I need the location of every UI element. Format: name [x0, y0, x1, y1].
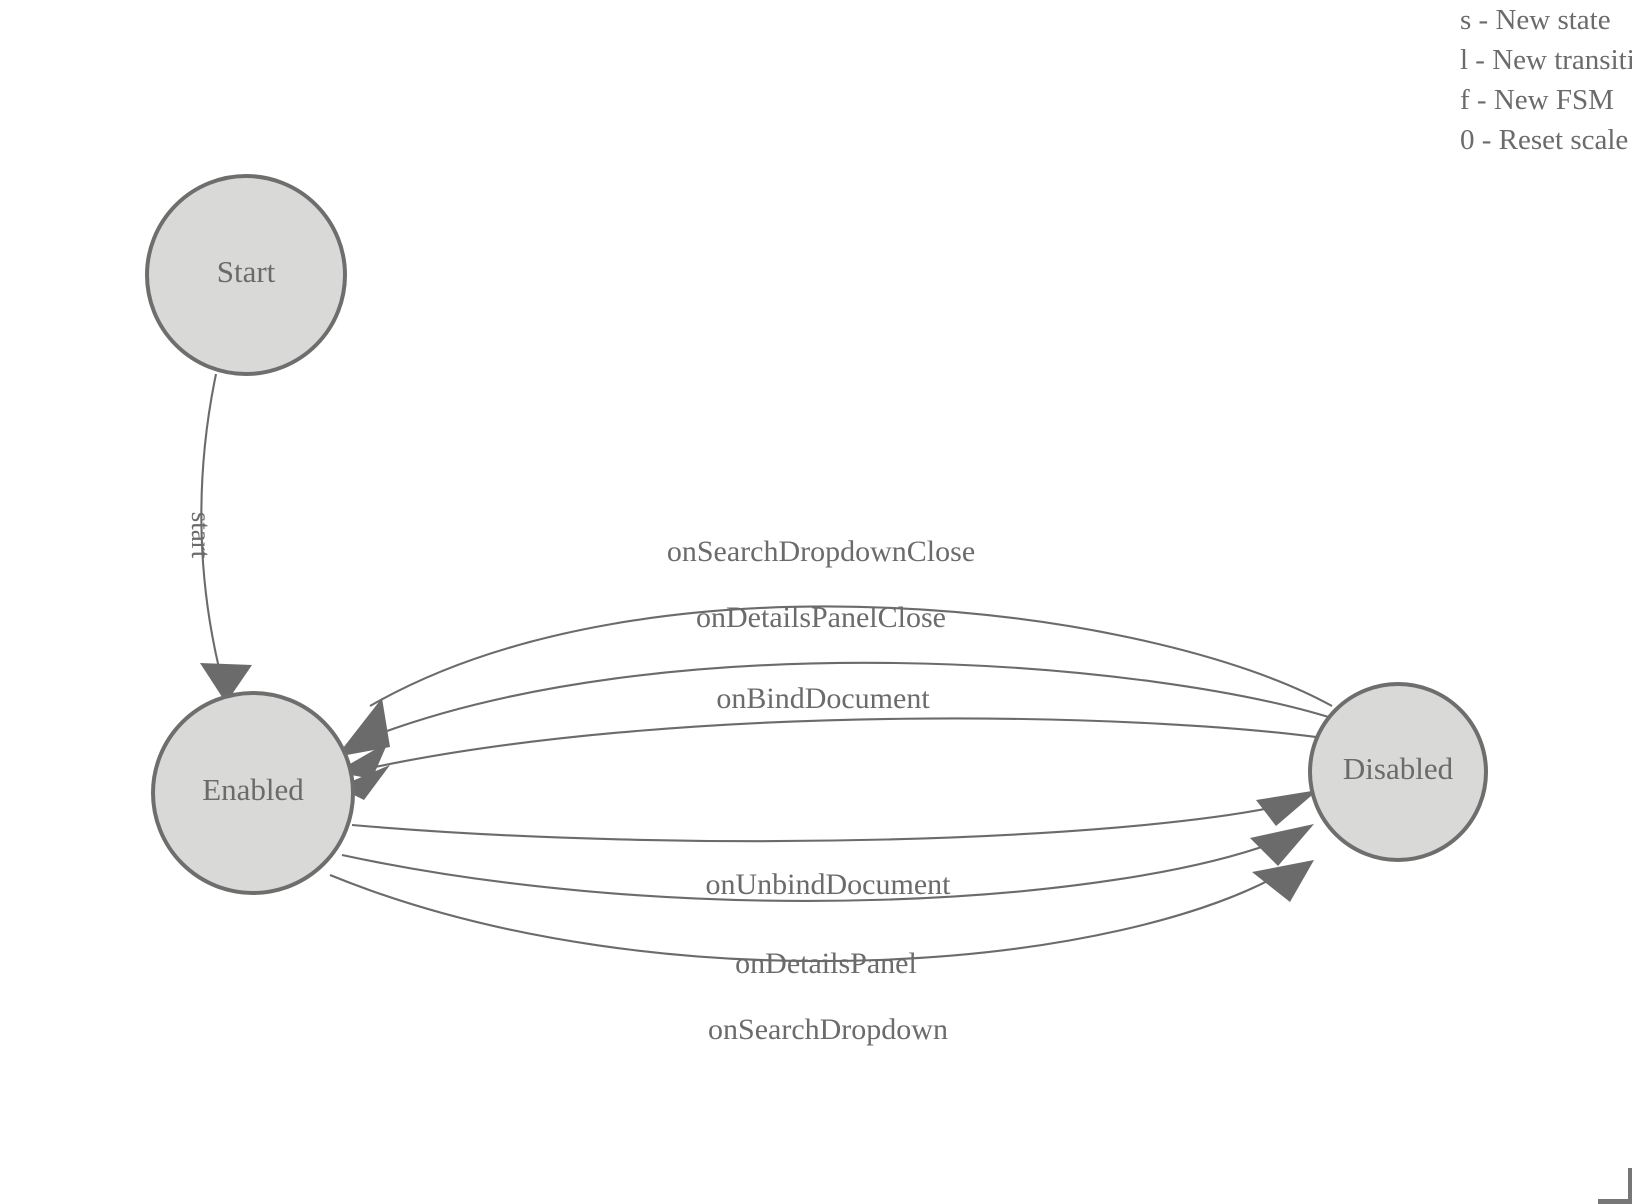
transition-start-arrowhead — [200, 663, 252, 703]
transition-onunbinddocument-arrowhead — [1256, 790, 1318, 826]
transition-onsearchdropdownclose-arrowhead — [336, 698, 390, 757]
transition-onbinddocument-path — [351, 717, 1351, 774]
resize-corner-handle[interactable] — [1598, 1168, 1632, 1204]
state-node-enabled[interactable]: Enabled — [151, 691, 355, 895]
transition-onsearchdropdown-arrowhead — [1252, 860, 1314, 902]
transition-ondetailspanelclose-path — [357, 661, 1345, 743]
transition-start-path — [200, 373, 221, 669]
resize-corner-vertical-bar — [1628, 1168, 1632, 1204]
resize-corner-horizontal-bar — [1598, 1199, 1632, 1204]
transition-onsearchdropdown-path — [329, 865, 1295, 963]
transition-label-ondetailspanel: onDetailsPanel — [735, 947, 917, 980]
transition-onunbinddocument[interactable] — [351, 790, 1318, 843]
transition-label-start: start — [186, 512, 216, 559]
state-label-start: Start — [217, 254, 276, 289]
transition-label-onunbinddocument: onUnbindDocument — [706, 868, 952, 901]
transition-label-onbinddocument: onBindDocument — [716, 682, 930, 715]
transition-onsearchdropdown[interactable] — [329, 860, 1314, 963]
transition-ondetailspanel-arrowhead — [1250, 824, 1314, 866]
state-circle-enabled[interactable] — [151, 691, 355, 895]
state-node-start[interactable]: Start — [145, 174, 347, 376]
transition-start[interactable] — [200, 373, 252, 703]
state-node-disabled[interactable]: Disabled — [1308, 682, 1488, 862]
transition-label-onsearchdropdown: onSearchDropdown — [708, 1013, 948, 1046]
state-circle-start[interactable] — [145, 174, 347, 376]
transition-onbinddocument[interactable] — [338, 717, 1351, 800]
transition-onsearchdropdownclose-path — [369, 605, 1333, 707]
transition-onunbinddocument-path — [351, 804, 1281, 843]
transition-ondetailspanel-path — [341, 837, 1287, 902]
transition-ondetailspanel[interactable] — [341, 824, 1314, 902]
state-label-enabled: Enabled — [202, 772, 304, 807]
transition-onsearchdropdownclose[interactable] — [336, 605, 1333, 757]
transition-label-onsearchdropdownclose: onSearchDropdownClose — [667, 535, 975, 568]
state-circle-disabled[interactable] — [1308, 682, 1488, 862]
state-label-disabled: Disabled — [1343, 751, 1454, 786]
transition-label-ondetailspanelclose: onDetailsPanelClose — [696, 601, 946, 634]
